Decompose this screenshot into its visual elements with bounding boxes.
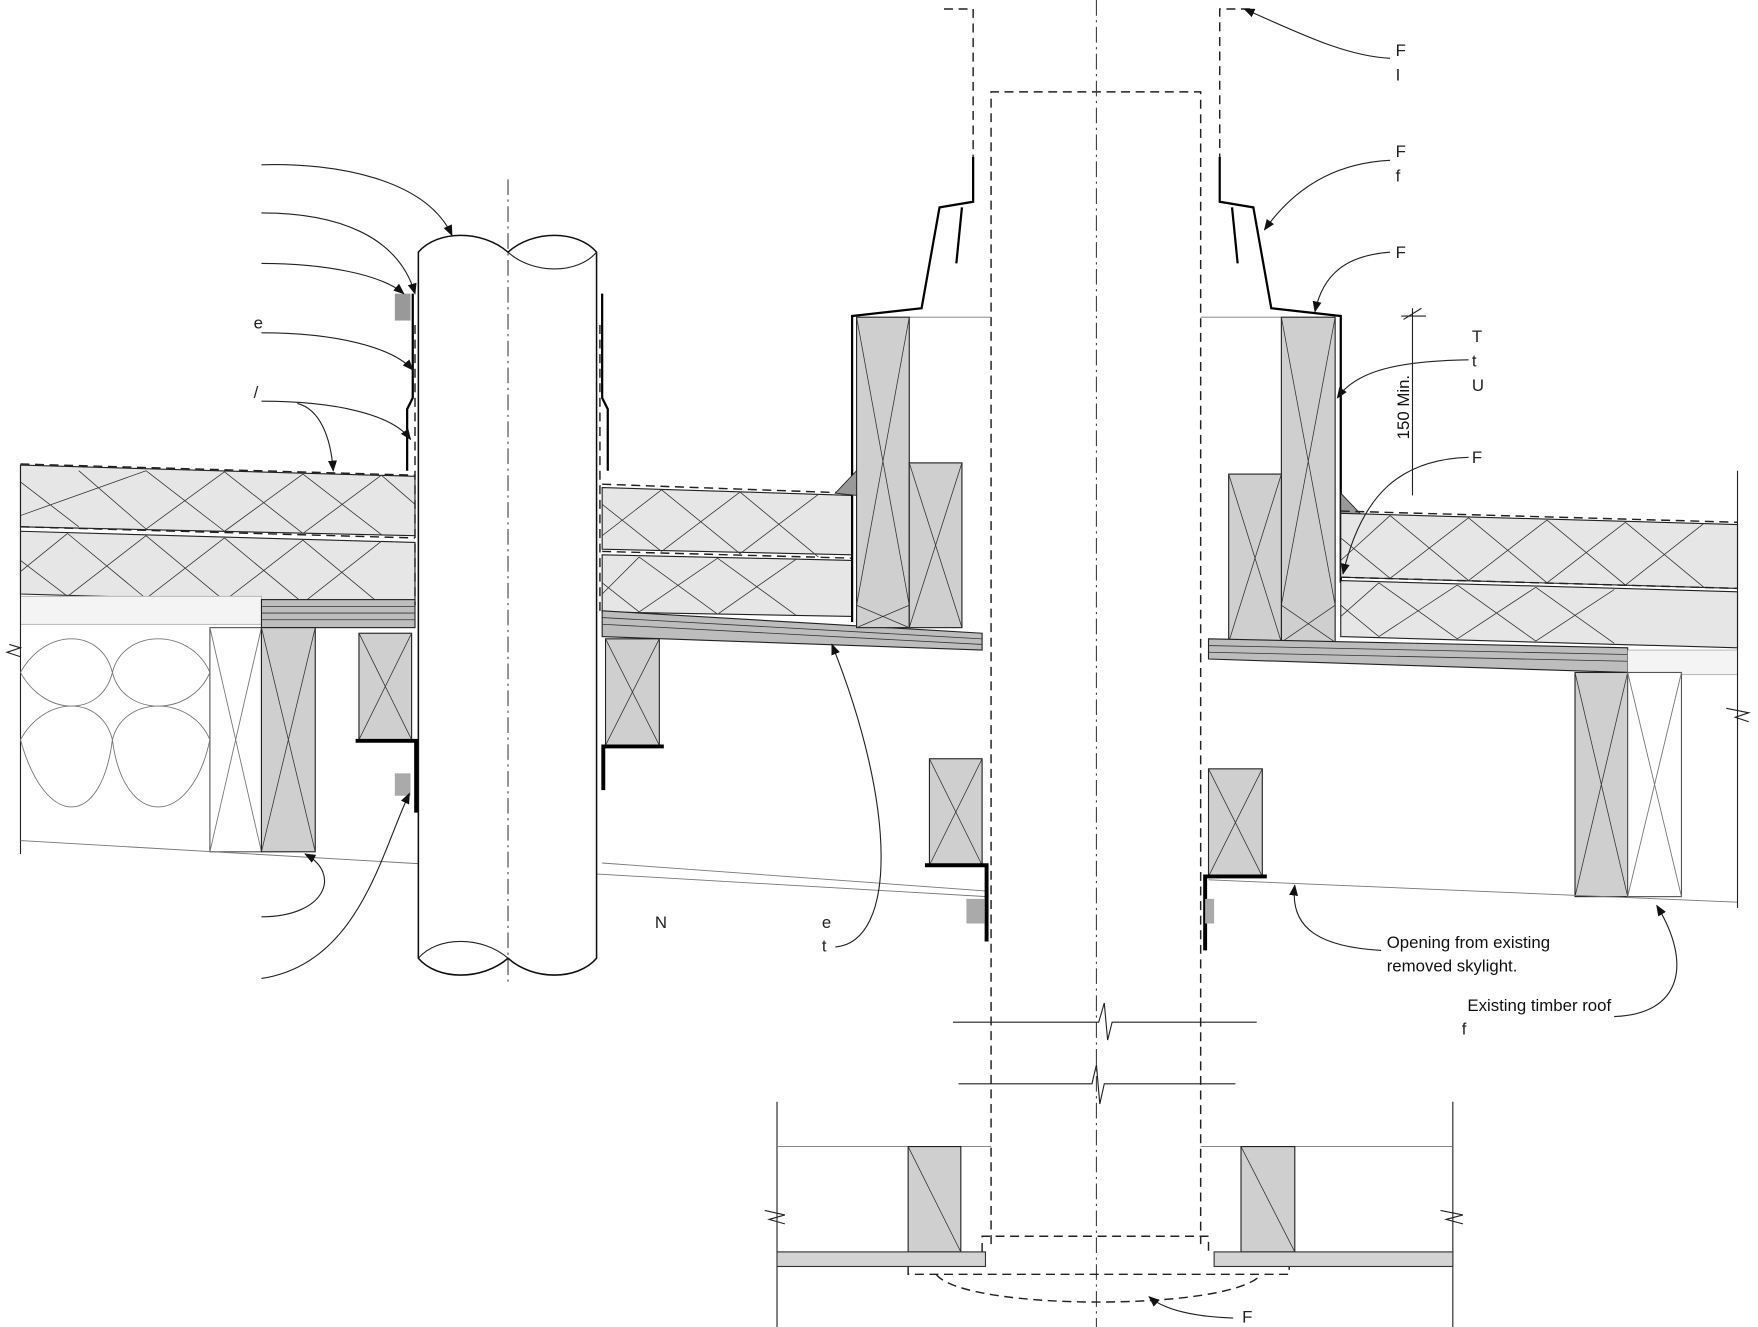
fragment-label: F <box>1396 41 1406 60</box>
dimension-label: 150 Min. <box>1394 375 1413 439</box>
fragment-label: F <box>1472 448 1482 467</box>
vent-pipe[interactable] <box>406 179 609 987</box>
leader-arrows <box>261 8 1678 1319</box>
skylight-shaft <box>850 0 1342 1327</box>
fragment-label: I <box>1396 66 1401 85</box>
label-timber-line1: Existing timber roof <box>1467 996 1611 1015</box>
upstand-timbers-right <box>1203 316 1364 951</box>
fragment-label: f <box>1396 167 1401 186</box>
fragment-label: F <box>1396 243 1406 262</box>
break-lines <box>952 1002 1257 1105</box>
fragment-label: f <box>1462 1019 1467 1038</box>
fragment-label: F <box>1396 142 1406 161</box>
annotations: Opening from existing removed skylight. … <box>254 41 1612 1326</box>
upstand-timbers-left <box>834 316 989 942</box>
fragment-label: U <box>1472 376 1484 395</box>
fragment-label: T <box>1472 327 1482 346</box>
fragment-label: F <box>1242 1308 1252 1327</box>
fragment-label: t <box>822 937 827 956</box>
left-plywood <box>260 599 416 629</box>
fragment-label: t <box>1472 351 1477 370</box>
fragment-label: e <box>254 313 263 332</box>
fragment-label: / <box>254 383 259 402</box>
left-roof-insulation <box>5 463 416 855</box>
right-of-pipe-roof <box>601 483 987 892</box>
fragment-label: e <box>822 913 831 932</box>
label-opening-line2: removed skylight. <box>1387 957 1518 976</box>
label-opening-line1: Opening from existing <box>1387 933 1550 952</box>
dimension-150: 150 Min. <box>1394 307 1426 496</box>
fragment-label: N <box>655 913 667 932</box>
right-roof <box>1207 470 1751 908</box>
ceiling-section <box>764 1101 1464 1327</box>
